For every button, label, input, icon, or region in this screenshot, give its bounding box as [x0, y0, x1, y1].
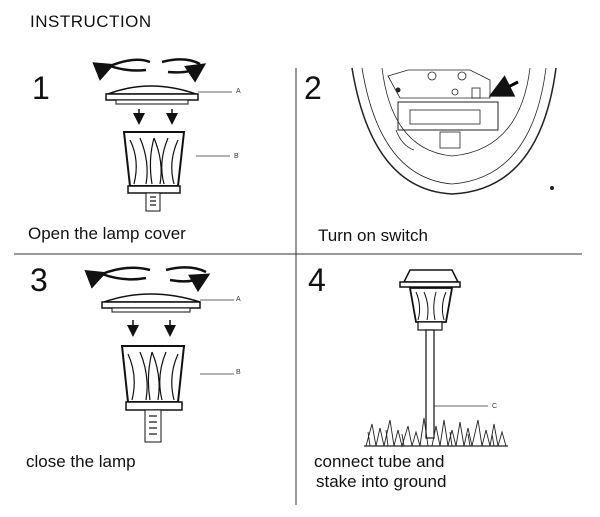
step-4-illustration — [364, 269, 508, 448]
step-1-label-a: A — [236, 88, 241, 95]
step-1-label-b: B — [234, 153, 239, 160]
step-1-number: 1 — [32, 70, 50, 106]
step-4-label-c: C — [492, 403, 498, 410]
step-3-illustration — [84, 266, 234, 443]
step-4-number: 4 — [308, 262, 326, 298]
step-3-caption: close the lamp — [26, 452, 136, 471]
step-4-caption-line2: stake into ground — [316, 472, 447, 491]
lamp-cover-icon — [105, 85, 199, 105]
switch-pointer-arrow — [488, 75, 519, 97]
down-arrows-icon — [127, 320, 176, 337]
lamp-body-icon — [120, 345, 186, 443]
step-3-label-a: A — [236, 296, 241, 303]
step-2-illustration — [351, 67, 557, 195]
step-1-caption: Open the lamp cover — [28, 224, 186, 243]
step-1-illustration — [92, 58, 232, 212]
step-2-caption: Turn on switch — [318, 226, 428, 245]
step-2-number: 2 — [304, 70, 322, 106]
step-3-number: 3 — [30, 262, 48, 298]
lamp-body-icon — [122, 131, 186, 212]
rotate-arrows-icon — [92, 58, 207, 83]
rotate-arrows-icon — [84, 266, 211, 293]
lamp-cover-icon — [101, 293, 201, 313]
grass-icon — [364, 417, 508, 448]
step-3-label-b: B — [236, 369, 241, 376]
page-title: INSTRUCTION — [30, 12, 152, 31]
down-arrows-icon — [133, 109, 178, 125]
step-4-caption-line1: connect tube and — [314, 452, 445, 471]
